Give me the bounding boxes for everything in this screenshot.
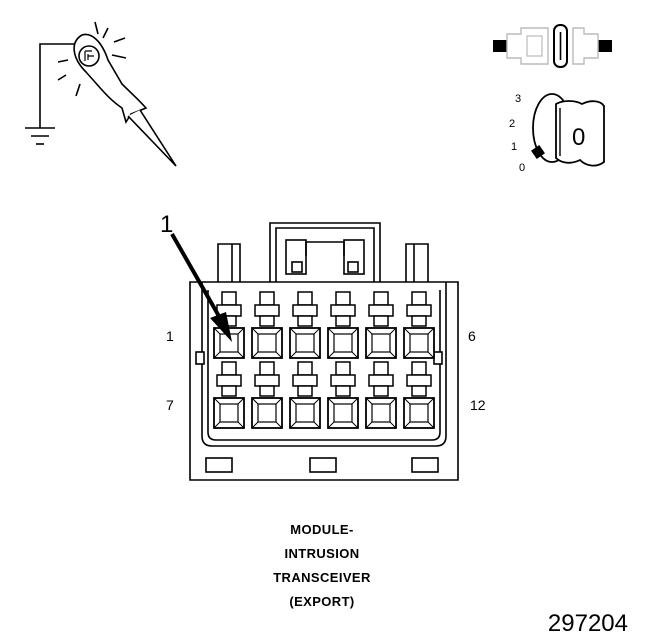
terminal-cavity-11 (365, 397, 397, 429)
ground-symbol-icon (25, 127, 55, 145)
ignition-position-2: 2 (509, 118, 515, 130)
caption-line-3: TRANSCEIVER (273, 570, 371, 585)
ignition-switch-icon: 3 2 1 0 0 (509, 93, 605, 174)
caption-line-4: (EXPORT) (289, 594, 355, 609)
terminal-cavity-12 (403, 397, 435, 429)
connector-disconnected-icon (493, 24, 612, 68)
terminal-cavity-9 (289, 397, 321, 429)
ignition-position-1: 1 (511, 141, 517, 153)
caption-line-1: MODULE- (290, 522, 354, 537)
callout-1: 1 (160, 211, 232, 342)
connector-caption: MODULE- INTRUSION TRANSCEIVER (EXPORT) (200, 518, 444, 614)
pin-label-7: 7 (166, 397, 174, 413)
pin-label-6: 6 (468, 328, 476, 344)
terminal-cavity-5 (365, 327, 397, 359)
terminal-cavity-8 (251, 397, 283, 429)
pin-label-1: 1 (166, 328, 174, 344)
ignition-position-0: 0 (519, 162, 525, 174)
terminal-cavity-10 (327, 397, 359, 429)
terminal-cavity-3 (289, 327, 321, 359)
test-light-probe-icon (25, 21, 177, 167)
caption-line-2: INTRUSION (284, 546, 360, 561)
terminal-cavity-4 (327, 327, 359, 359)
ignition-key-label: 0 (572, 124, 585, 151)
document-number: 297204 (547, 610, 628, 637)
callout-number: 1 (160, 211, 173, 238)
ignition-position-3: 3 (515, 93, 521, 105)
terminal-cavity-7 (213, 397, 245, 429)
terminal-cavity-6 (403, 327, 435, 359)
terminal-cavity-2 (251, 327, 283, 359)
pin-label-12: 12 (470, 397, 486, 413)
